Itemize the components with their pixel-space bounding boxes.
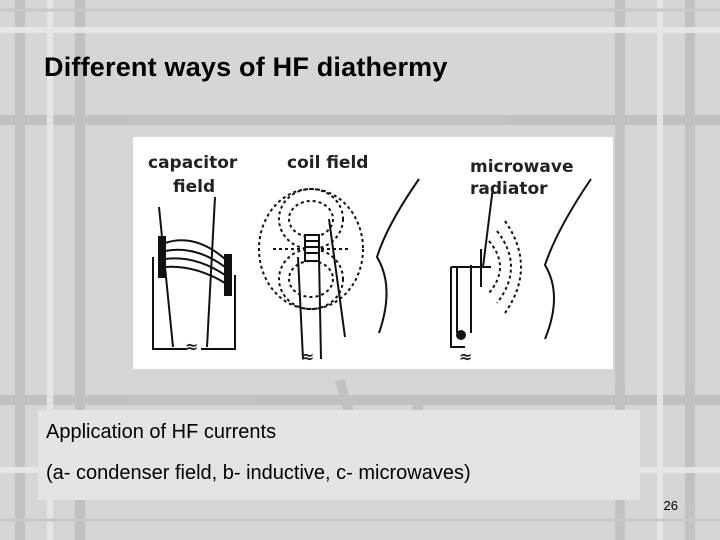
capacitor-label-line2: field xyxy=(173,177,216,197)
page-number: 26 xyxy=(663,498,678,513)
ac-source-symbol-a: ≈ xyxy=(185,337,199,356)
caption-area xyxy=(38,410,640,500)
caption-line1: Application of HF currents xyxy=(46,421,277,443)
caption-line2: (a- condenser field, b- inductive, c- mi… xyxy=(46,462,471,484)
coil-label: coil field xyxy=(287,153,369,173)
slide-title: Different ways of HF diathermy xyxy=(44,52,448,82)
diathermy-figure: capacitor field coil field microwave rad… xyxy=(133,137,613,369)
microwave-waves xyxy=(488,220,522,314)
microwave-label-line1: microwave xyxy=(470,157,574,177)
microwave-label-line2: radiator xyxy=(470,179,548,199)
ac-source-symbol-b: ≈ xyxy=(301,347,315,366)
capacitor-label-line1: capacitor xyxy=(148,153,238,173)
diathermy-diagram xyxy=(152,178,592,360)
capacitor-field-drawing xyxy=(152,196,236,350)
ac-source-symbol-c: ≈ xyxy=(459,347,473,366)
microwave-radiator-drawing xyxy=(450,178,592,348)
